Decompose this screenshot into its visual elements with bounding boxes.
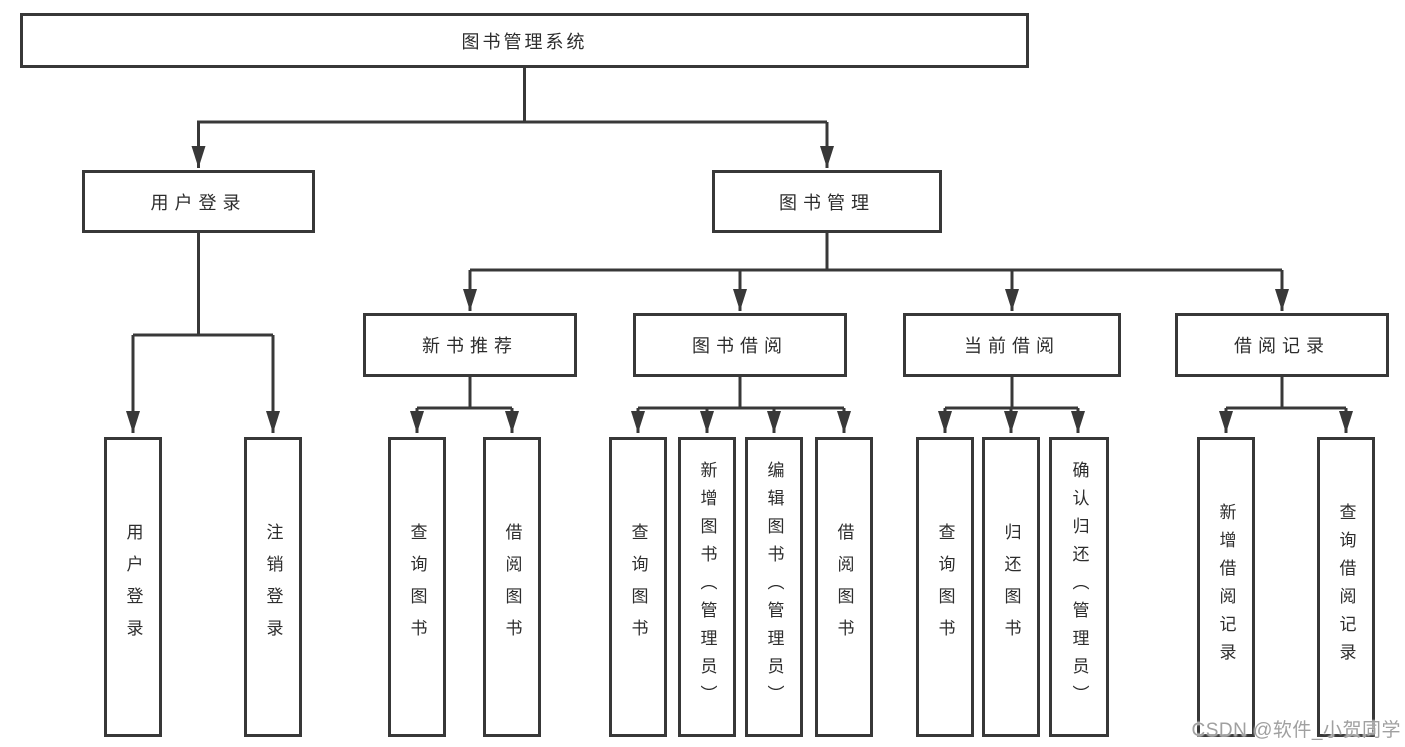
node-root-label: 图书管理系统	[461, 31, 588, 52]
leaf-logout: 注销登录	[244, 437, 302, 737]
node-book-management: 图书管理	[712, 170, 942, 233]
branch-new-book-recommend	[410, 377, 519, 433]
node-book-management-label: 图书管理	[779, 192, 875, 213]
node-current-borrowing-label: 当前借阅	[964, 336, 1060, 356]
node-book-borrowing-label: 图书借阅	[692, 336, 788, 356]
leaf-user-login: 用户登录	[104, 437, 162, 737]
branch-root-to-level2	[191, 68, 834, 168]
leaf-add-borrow-record: 新增借阅记录	[1197, 437, 1255, 737]
branch-book-management	[463, 233, 1289, 311]
node-root-system: 图书管理系统	[20, 13, 1029, 68]
node-borrow-records-label: 借阅记录	[1234, 336, 1330, 356]
branch-book-borrowing	[631, 377, 851, 433]
leaf-confirm-return-admin: 确认归还（管理员）	[1049, 437, 1109, 737]
leaf-query-borrow-record: 查询借阅记录	[1317, 437, 1375, 737]
leaf-query-books-borrowing: 查询图书	[609, 437, 667, 737]
branch-user-login	[126, 233, 280, 433]
node-book-borrowing: 图书借阅	[633, 313, 847, 377]
branch-current-borrowing	[938, 377, 1085, 433]
leaf-edit-books-admin: 编辑图书（管理员）	[745, 437, 803, 737]
node-user-login-label: 用户登录	[150, 192, 247, 213]
leaf-add-books-admin: 新增图书（管理员）	[678, 437, 736, 737]
leaf-borrow-books: 借阅图书	[815, 437, 873, 737]
leaf-query-books-recommend: 查询图书	[388, 437, 446, 737]
node-user-login: 用户登录	[82, 170, 315, 233]
leaf-query-books-current: 查询图书	[916, 437, 974, 737]
csdn-watermark: CSDN @软件_小贺同学	[1191, 720, 1401, 741]
node-new-book-recommend-label: 新书推荐	[422, 336, 518, 356]
branch-borrow-records	[1219, 377, 1353, 433]
node-new-book-recommend: 新书推荐	[363, 313, 577, 377]
node-borrow-records: 借阅记录	[1175, 313, 1389, 377]
leaf-return-books: 归还图书	[982, 437, 1040, 737]
leaf-borrow-books-recommend: 借阅图书	[483, 437, 541, 737]
node-current-borrowing: 当前借阅	[903, 313, 1121, 377]
